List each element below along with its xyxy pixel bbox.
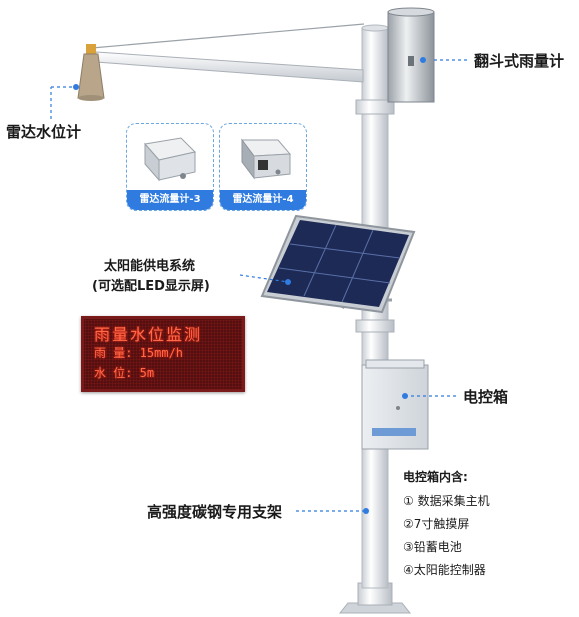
- list-item: ④太阳能控制器: [403, 563, 486, 577]
- label-rain-gauge: 翻斗式雨量计: [474, 52, 565, 70]
- list-item: ②7寸触摸屏: [403, 517, 470, 531]
- led-water-level: 水 位: 5m: [94, 366, 155, 380]
- led-rainfall: 雨 量: 15mm/h: [94, 346, 184, 360]
- solar-panel: [260, 214, 416, 314]
- card-caption: 雷达流量计-4: [220, 190, 306, 210]
- list-item: ③铅蓄电池: [403, 540, 462, 554]
- radar-sensor-icon: [241, 138, 292, 180]
- led-display: 雨量水位监测 雨 量: 15mm/h 水 位: 5m: [81, 316, 245, 392]
- radar-sensor-icon: [144, 137, 196, 182]
- horizontal-arm: [95, 51, 364, 83]
- radar-level-sensor: [77, 44, 105, 101]
- leader-dots: [73, 57, 426, 514]
- label-led-option: (可选配LED显示屏): [92, 279, 210, 294]
- label-bracket: 高强度碳钢专用支架: [147, 503, 283, 521]
- radar-flow-card-4: 雷达流量计-4: [219, 123, 307, 211]
- pole-collar: [355, 319, 395, 333]
- leader-lines: [50, 59, 470, 512]
- led-title: 雨量水位监测: [94, 325, 203, 344]
- label-control-box: 电控箱: [463, 388, 509, 406]
- radar-flow-card-3: 雷达流量计-3: [126, 123, 214, 211]
- tension-wire: [91, 23, 365, 49]
- control-box: [361, 359, 429, 450]
- rain-gauge-cylinder: [387, 7, 435, 103]
- label-solar-system: 太阳能供电系统: [104, 259, 196, 274]
- card-caption: 雷达流量计-3: [127, 190, 213, 210]
- contents-title: 电控箱内含:: [403, 470, 468, 484]
- list-item: ① 数据采集主机: [403, 494, 490, 508]
- label-radar-level: 雷达水位计: [6, 123, 82, 141]
- control-box-contents: 电控箱内含: ① 数据采集主机 ②7寸触摸屏 ③铅蓄电池 ④太阳能控制器: [403, 468, 490, 584]
